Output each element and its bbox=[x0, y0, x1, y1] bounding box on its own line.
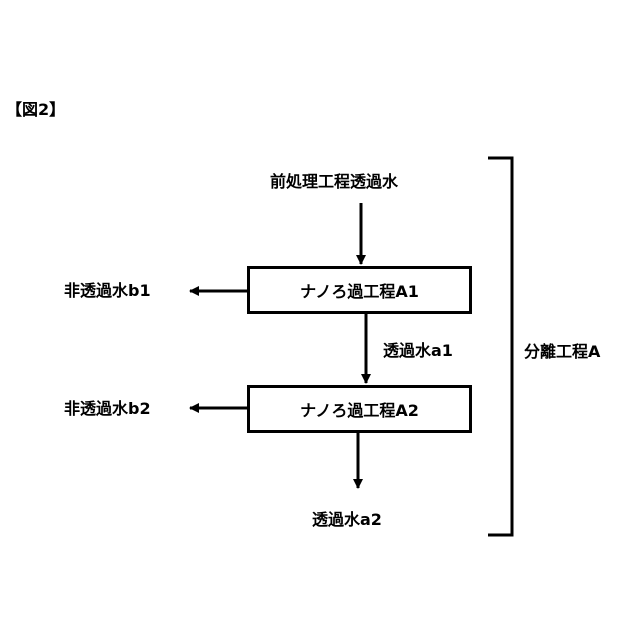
bracket-line bbox=[488, 158, 512, 535]
